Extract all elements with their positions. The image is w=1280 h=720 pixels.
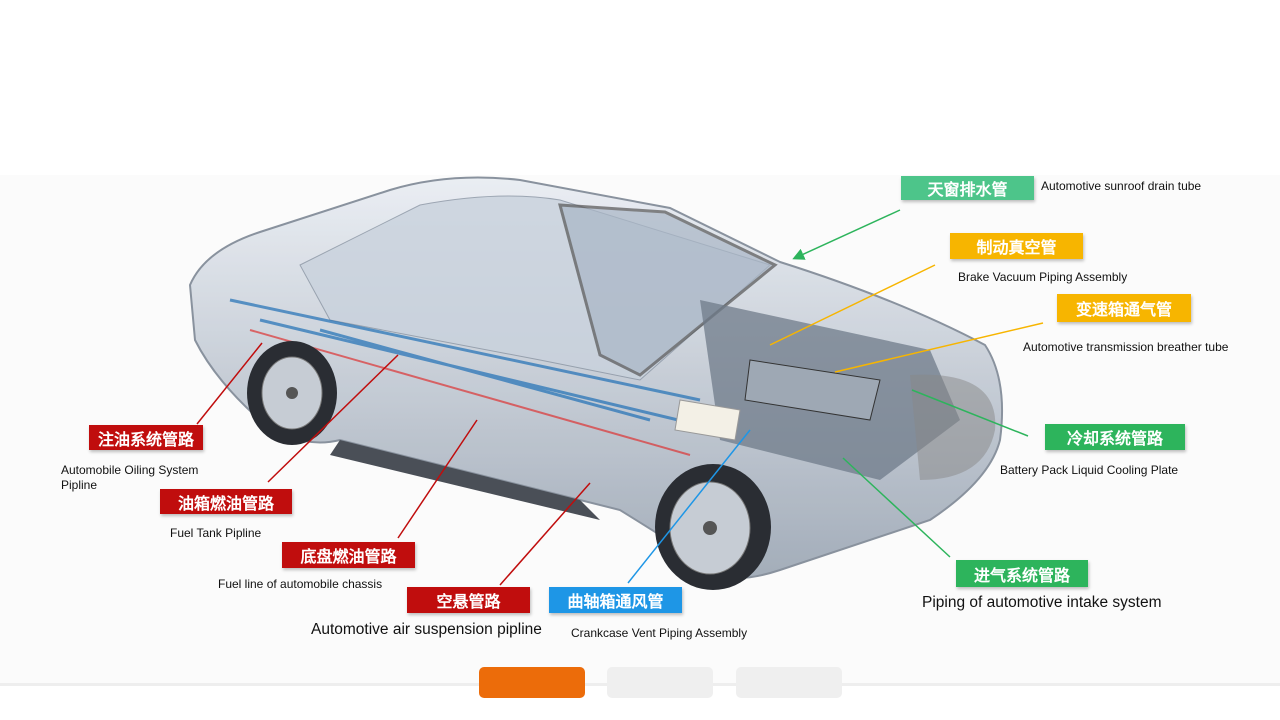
tag-cooling-system: 冷却系统管路	[1045, 424, 1185, 450]
car-body	[188, 176, 1004, 579]
caption-crankcase-vent: Crankcase Vent Piping Assembly	[571, 626, 748, 640]
tag-sunroof-drain: 天窗排水管	[901, 176, 1034, 200]
caption-cooling-system: Battery Pack Liquid Cooling Plate	[1000, 463, 1179, 477]
pagination-page-2[interactable]	[607, 667, 713, 698]
caption-chassis-fuel-line: Fuel line of automobile chassis	[218, 577, 383, 591]
caption-sunroof-drain: Automotive sunroof drain tube	[1041, 179, 1202, 193]
caption-transmission-breather: Automotive transmission breather tube	[1023, 340, 1229, 354]
tag-air-suspension: 空悬管路	[407, 587, 530, 613]
tag-intake-system: 进气系统管路	[956, 560, 1088, 587]
tag-transmission-breather: 变速箱通气管	[1057, 294, 1191, 322]
rear-wheel	[247, 341, 337, 445]
caption-fuel-tank: Fuel Tank Pipline	[170, 526, 262, 540]
tag-brake-vacuum: 制动真空管	[950, 233, 1083, 259]
tag-oiling-system: 注油系统管路	[89, 425, 203, 450]
caption-air-suspension: Automotive air suspension pipline	[311, 621, 542, 638]
leader-lines	[196, 209, 1044, 586]
pagination-page-3[interactable]	[736, 667, 842, 698]
caption-intake-system: Piping of automotive intake system	[922, 594, 1162, 611]
caption-oiling-system: Automobile Oiling System Pipline	[61, 463, 199, 492]
tag-fuel-tank: 油箱燃油管路	[160, 489, 292, 514]
tag-crankcase-vent: 曲轴箱通风管	[549, 587, 682, 613]
pagination-page-1[interactable]	[479, 667, 585, 698]
tag-chassis-fuel-line: 底盘燃油管路	[282, 542, 415, 568]
caption-brake-vacuum: Brake Vacuum Piping Assembly	[958, 270, 1128, 284]
